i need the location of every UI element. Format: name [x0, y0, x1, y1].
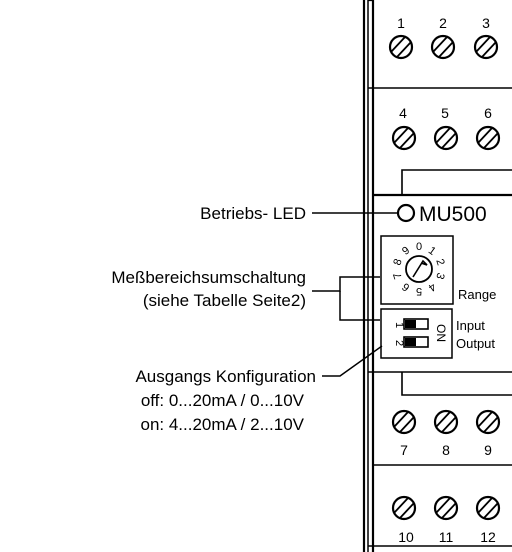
dip-on-label: ON: [434, 324, 448, 342]
terminal-screws-row4: [391, 495, 501, 521]
screw-icon: [475, 409, 501, 435]
device-housing: [362, 0, 512, 552]
screw-icon: [391, 495, 417, 521]
output-leader-line: [322, 345, 383, 377]
screw-icon: [433, 495, 459, 521]
range-label: Range: [458, 287, 496, 302]
screw-icon: [473, 34, 499, 60]
screw-icon: [475, 495, 501, 521]
range-callout-line2: (siehe Tabelle Seite2): [143, 291, 306, 310]
screw-icon: [388, 34, 414, 60]
terminal-screws-row2: [391, 125, 501, 151]
range-callout-line1: Meßbereichsumschaltung: [111, 268, 306, 287]
callout-lines: [312, 212, 397, 377]
terminal-11-label: 11: [439, 529, 454, 545]
screw-icon: [391, 125, 417, 151]
terminal-3-label: 3: [482, 15, 490, 31]
screw-icon: [430, 34, 456, 60]
terminal-10-label: 10: [398, 529, 414, 545]
terminal-6-label: 6: [484, 105, 492, 121]
rotary-switch-icon: [405, 255, 433, 283]
screw-icon: [433, 125, 459, 151]
terminal-screws-row3: [391, 409, 501, 435]
terminal-numbers-row1: 1 2 3: [397, 15, 490, 31]
dip-switch-block: 1 2 ON: [380, 308, 453, 359]
screw-icon: [433, 409, 459, 435]
terminal-9-label: 9: [484, 442, 492, 458]
dial-digit-8: 8: [391, 257, 404, 267]
terminal-12-label: 12: [480, 529, 496, 545]
terminal-1-label: 1: [397, 15, 405, 31]
led-callout: Betriebs- LED: [200, 204, 306, 223]
dial-digit-3: 3: [433, 271, 446, 281]
terminal-numbers-row2: 4 5 6: [399, 105, 492, 121]
dip-number-2: 2: [393, 340, 405, 346]
output-callout-line2: off: 0...20mA / 0...10V: [141, 391, 305, 410]
dip-switch-1-knob: [405, 320, 416, 328]
range-bracket-line: [339, 291, 380, 321]
output-callout-line1: Ausgangs Konfiguration: [135, 367, 316, 386]
terminal-4-label: 4: [399, 105, 407, 121]
dial-arrow-icon: [412, 259, 428, 278]
dial-digit-0: 0: [416, 241, 422, 253]
dip-number-1: 1: [393, 322, 405, 328]
dip-switch-2-knob: [405, 338, 416, 346]
model-name: MU500: [419, 203, 487, 226]
screw-icon: [391, 409, 417, 435]
terminal-8-label: 8: [442, 442, 450, 458]
terminal-numbers-row3: 7 8 9: [400, 442, 492, 458]
range-leader-line: [312, 276, 380, 292]
terminal-screws-row1: [388, 34, 499, 60]
terminal-7-label: 7: [400, 442, 408, 458]
input-label: Input: [456, 318, 485, 333]
terminal-5-label: 5: [441, 105, 449, 121]
dial-digit-2: 2: [433, 257, 446, 267]
dial-digit-7: 7: [391, 271, 404, 281]
terminal-numbers-row4: 10 11 12: [398, 529, 496, 545]
dial-digit-5: 5: [416, 285, 422, 297]
terminal-2-label: 2: [439, 15, 447, 31]
screw-icon: [475, 125, 501, 151]
led-icon: [396, 203, 416, 223]
output-label: Output: [456, 336, 495, 351]
output-callout-line3: on: 4...20mA / 2...10V: [141, 415, 305, 434]
